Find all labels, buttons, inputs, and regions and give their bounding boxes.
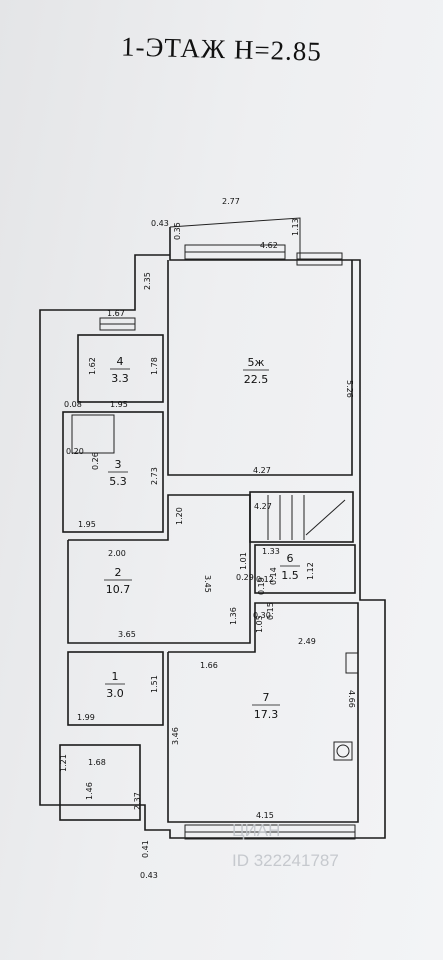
room-6-outline	[254, 544, 356, 594]
svg-text:0.26: 0.26	[91, 452, 100, 470]
svg-text:4.62: 4.62	[260, 241, 278, 250]
svg-text:1.78: 1.78	[150, 357, 159, 375]
svg-text:2.73: 2.73	[150, 467, 159, 485]
room-2-area: 10.7	[106, 583, 131, 596]
svg-text:0.35: 0.35	[173, 222, 182, 240]
outer-wall	[39, 227, 386, 839]
room-5-area: 22.5	[244, 373, 269, 386]
svg-text:0.41: 0.41	[141, 840, 150, 858]
svg-text:3.45: 3.45	[203, 575, 212, 593]
svg-text:0.08: 0.08	[64, 400, 82, 409]
room-4-outline	[77, 334, 164, 403]
svg-text:1.05: 1.05	[255, 615, 264, 633]
room-3-area: 5.3	[109, 475, 127, 488]
svg-text:1.33: 1.33	[262, 547, 280, 556]
svg-text:1.66: 1.66	[200, 661, 218, 670]
svg-text:2.77: 2.77	[222, 197, 240, 206]
room-3-outline	[62, 411, 164, 533]
svg-text:1.62: 1.62	[88, 357, 97, 375]
svg-text:1.95: 1.95	[110, 400, 128, 409]
svg-text:0.14: 0.14	[269, 567, 278, 585]
svg-text:4.15: 4.15	[256, 811, 274, 820]
shower-icon	[71, 414, 115, 454]
watermark: ЦИАН ID 322241787	[232, 821, 339, 870]
windows	[99, 244, 356, 840]
svg-text:1.46: 1.46	[85, 782, 94, 800]
room-7-number: 7	[263, 691, 270, 704]
svg-text:1.12: 1.12	[306, 562, 315, 580]
room-1-number: 1	[112, 670, 119, 683]
svg-text:1.01: 1.01	[239, 552, 248, 570]
room-4-area: 3.3	[111, 372, 129, 385]
svg-text:1.95: 1.95	[78, 520, 96, 529]
room-1-area: 3.0	[106, 687, 124, 700]
svg-text:0.12: 0.12	[256, 575, 274, 584]
dimension-labels: 2.77 0.43 0.35 1.13 4.62 2.35 1.67 1.62 …	[59, 197, 356, 880]
room-5-outline	[167, 260, 353, 476]
staircase	[249, 491, 354, 543]
room-3-number: 3	[115, 458, 122, 471]
room-4-number: 4	[117, 355, 124, 368]
vent-icon	[345, 652, 359, 674]
room-labels: 5ж 22.5 4 3.3 3 5.3 2 10.7 6 1.5 1 3.0 7…	[104, 355, 300, 721]
svg-text:0.30: 0.30	[253, 611, 271, 620]
watermark-id: ID 322241787	[232, 851, 339, 870]
svg-text:5.26: 5.26	[345, 380, 354, 398]
svg-text:0.15: 0.15	[266, 602, 275, 620]
svg-text:4.27: 4.27	[253, 466, 271, 475]
svg-text:1.20: 1.20	[175, 507, 184, 525]
svg-text:4.27: 4.27	[254, 502, 272, 511]
room-6-area: 1.5	[281, 569, 299, 582]
room-2-number: 2	[115, 566, 122, 579]
svg-text:1.13: 1.13	[291, 218, 300, 236]
svg-text:2.37: 2.37	[133, 792, 142, 810]
svg-text:2.35: 2.35	[143, 272, 152, 290]
room-5-number: 5ж	[248, 356, 265, 369]
room-7-area: 17.3	[254, 708, 279, 721]
svg-text:1.21: 1.21	[59, 754, 68, 772]
svg-text:1.68: 1.68	[88, 758, 106, 767]
svg-text:3.65: 3.65	[118, 630, 136, 639]
room-6-number: 6	[287, 552, 294, 565]
watermark-brand: ЦИАН	[232, 821, 280, 840]
vestibule-outline	[59, 744, 141, 821]
svg-text:0.19: 0.19	[257, 577, 266, 595]
svg-text:0.43: 0.43	[140, 871, 158, 880]
svg-text:2.00: 2.00	[108, 549, 126, 558]
svg-text:1.36: 1.36	[229, 607, 238, 625]
svg-text:0.29: 0.29	[236, 573, 254, 582]
room-1-outline	[67, 651, 164, 726]
svg-text:0.20: 0.20	[66, 447, 84, 456]
room-2-outline	[67, 494, 251, 644]
svg-text:1.99: 1.99	[77, 713, 95, 722]
balcony-outline	[169, 217, 301, 260]
room-7-outline	[167, 602, 359, 823]
boiler-icon	[333, 741, 353, 761]
svg-text:4.66: 4.66	[347, 690, 356, 708]
svg-text:3.46: 3.46	[171, 727, 180, 745]
svg-text:2.49: 2.49	[298, 637, 316, 646]
svg-text:1.51: 1.51	[150, 675, 159, 693]
svg-text:1.67: 1.67	[107, 309, 125, 318]
svg-text:0.43: 0.43	[151, 219, 169, 228]
